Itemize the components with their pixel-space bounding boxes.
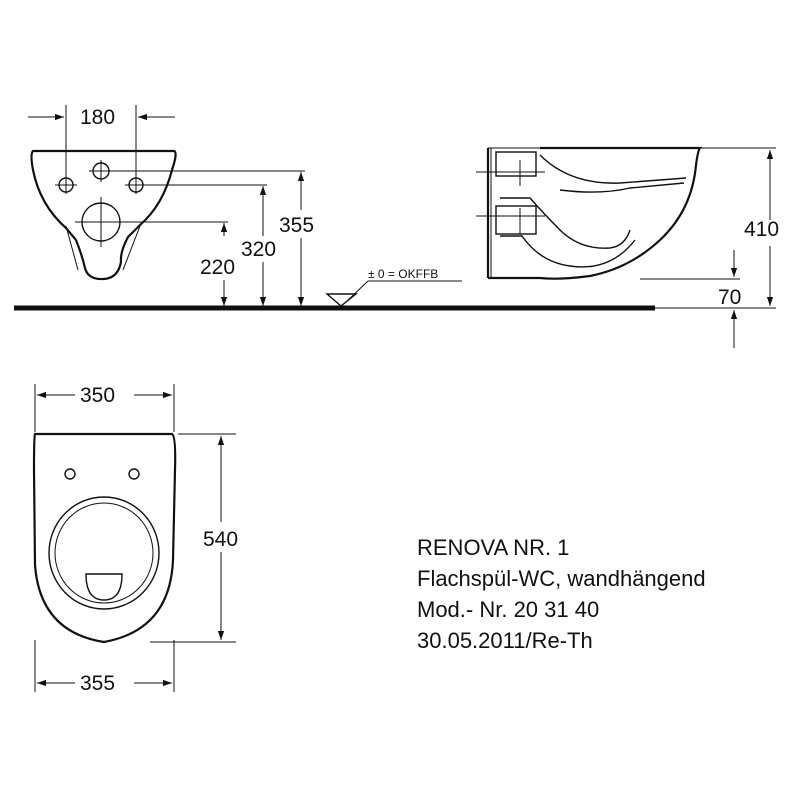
- top-hole-right: [128, 468, 140, 480]
- dim-355: 355: [279, 214, 314, 237]
- dim-hole-spacing: 180: [80, 106, 115, 129]
- side-view: 410 70: [476, 146, 779, 348]
- top-outline: [32, 432, 177, 644]
- product-info-block: RENOVA NR. 1 Flachspül-WC, wandhängend M…: [417, 532, 706, 656]
- top-hole-left: [64, 468, 76, 480]
- bowl-rim: [48, 496, 160, 610]
- dim-70: 70: [718, 286, 741, 309]
- dim-320: 320: [241, 238, 276, 261]
- model-number: Mod.- Nr. 20 31 40: [417, 597, 600, 622]
- dim-410: 410: [744, 218, 779, 241]
- floor-reference-marker: ± 0 = OKFFB: [325, 267, 462, 307]
- drawing-date: 30.05.2011/Re-Th: [417, 628, 593, 653]
- product-description: Flachspül-WC, wandhängend: [417, 566, 706, 591]
- front-view: 180 220 320 355: [28, 105, 314, 306]
- dim-355-bottom: 355: [80, 672, 115, 695]
- floor-reference-label: ± 0 = OKFFB: [368, 267, 438, 281]
- dim-350: 350: [80, 384, 115, 407]
- top-view: 350 540 355: [32, 384, 238, 695]
- side-bowl-outline: [488, 146, 703, 280]
- dim-220: 220: [200, 256, 235, 279]
- product-name: RENOVA NR. 1: [417, 535, 570, 560]
- dim-540: 540: [203, 528, 238, 551]
- bowl-outlet: [85, 573, 123, 601]
- front-bowl-outline: [30, 149, 177, 281]
